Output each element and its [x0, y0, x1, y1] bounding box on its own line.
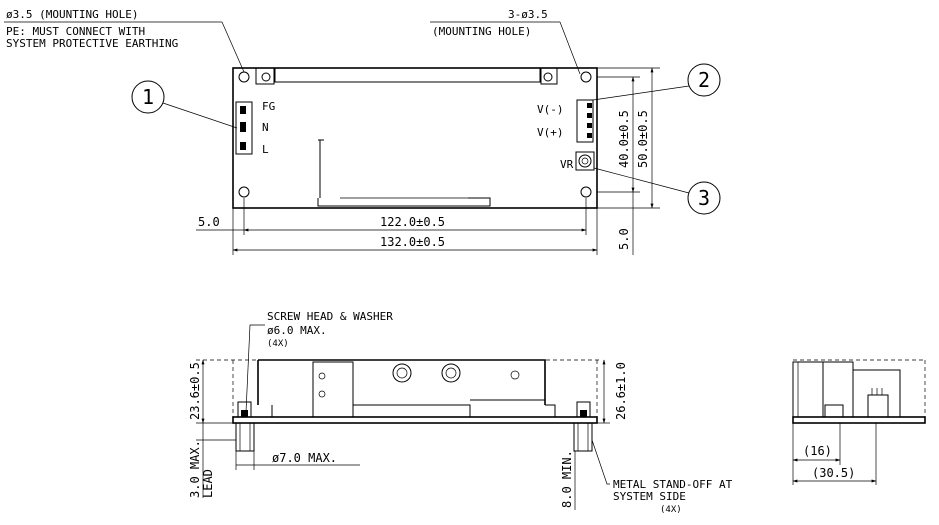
- dim-standoff-dia: ø7.0 MAX.: [272, 451, 337, 465]
- input-label-fg: FG: [262, 100, 275, 113]
- front-view: SCREW HEAD & WASHER ø6.0 MAX. (4X): [188, 310, 733, 515]
- pcb-outline: [232, 67, 598, 209]
- dim-lead-line1: 3.0 MAX.: [188, 440, 202, 498]
- mounting-hole-br: [580, 186, 592, 198]
- vr-trimmer: [575, 151, 595, 171]
- capacitor-2: [441, 363, 461, 383]
- dim-side-a: (16): [803, 444, 832, 458]
- standoff-note-line1: METAL STAND-OFF AT: [613, 478, 733, 491]
- screw-note-qty: (4X): [267, 339, 289, 349]
- hole-note-right-line2: (MOUNTING HOLE): [432, 25, 531, 38]
- mounting-hole-tl2: [261, 72, 271, 82]
- mounting-hole-bl: [238, 186, 250, 198]
- capacitor-1: [392, 363, 412, 383]
- screw-note-line2: ø6.0 MAX.: [267, 324, 327, 337]
- dim-inner-height: 40.0±0.5: [617, 110, 631, 168]
- mounting-hole-tr: [580, 71, 592, 83]
- pe-note-line2: SYSTEM PROTECTIVE EARTHING: [6, 37, 178, 50]
- screw-note-line1: SCREW HEAD & WASHER: [267, 310, 393, 323]
- standoff-right: [573, 422, 593, 452]
- vr-label: VR: [560, 158, 574, 171]
- standoff-note-line2: SYSTEM SIDE: [613, 490, 686, 503]
- callout-1: [131, 80, 165, 114]
- bracket-plate: [312, 361, 354, 418]
- svg-text:2: 2: [698, 68, 710, 92]
- front-pcb: [232, 416, 598, 424]
- standoff-note-qty: (4X): [660, 505, 682, 515]
- dim-height-left: 23.6±0.5: [188, 362, 202, 420]
- dim-outer-width: 132.0±0.5: [380, 235, 445, 249]
- dim-height-right: 26.6±1.0: [614, 362, 628, 420]
- dim-inner-width: 122.0±0.5: [380, 215, 445, 229]
- dim-outer-height: 50.0±0.5: [636, 110, 650, 168]
- side-pcb: [792, 416, 926, 424]
- callout-2: [687, 63, 721, 97]
- dim-standoff-len: 8.0 MIN.: [560, 450, 574, 508]
- dim-left-offset: 5.0: [198, 215, 220, 229]
- input-label-l: L: [262, 143, 269, 156]
- svg-text:1: 1: [142, 85, 154, 109]
- output-label-vplus: V(+): [537, 126, 564, 139]
- dim-side-b: (30.5): [812, 466, 855, 480]
- side-connector: [867, 394, 889, 418]
- dim-bottom-offset: 5.0: [617, 228, 631, 250]
- hole-note-right-line1: 3-ø3.5: [508, 8, 548, 21]
- callout-3: [687, 181, 721, 215]
- output-connector: [576, 99, 594, 143]
- side-body-left: [792, 361, 824, 418]
- mounting-hole-tr2: [543, 72, 553, 82]
- pe-note-line1: PE: MUST CONNECT WITH: [6, 25, 145, 38]
- hole-note-left: ø3.5 (MOUNTING HOLE): [6, 8, 138, 21]
- input-label-n: N: [262, 121, 269, 134]
- mounting-hole-tl: [238, 71, 250, 83]
- top-view: ø3.5 (MOUNTING HOLE) PE: MUST CONNECT WI…: [4, 8, 721, 255]
- svg-text:3: 3: [698, 186, 710, 210]
- side-view: (16) (30.5): [792, 359, 926, 485]
- dim-lead-line2: LEAD: [201, 469, 215, 498]
- standoff-left: [235, 422, 255, 452]
- output-label-vminus: V(-): [537, 103, 564, 116]
